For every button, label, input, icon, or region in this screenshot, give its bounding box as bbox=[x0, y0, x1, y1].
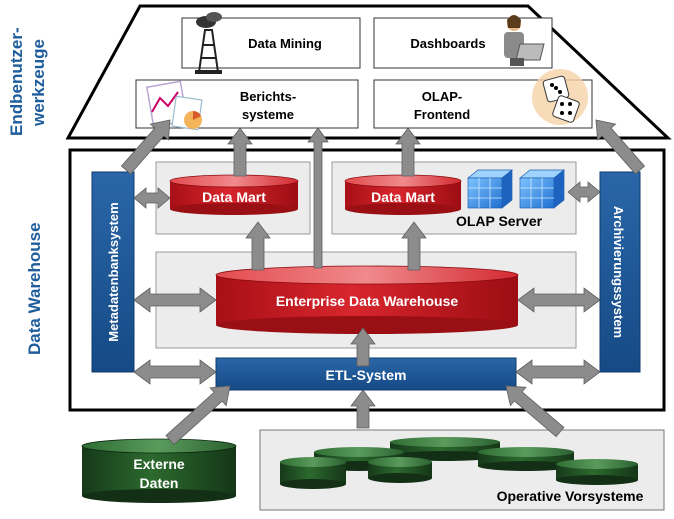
chart-report-icon bbox=[145, 80, 203, 131]
data-mart-left-label: Data Mart bbox=[202, 189, 266, 205]
dashboards-label: Dashboards bbox=[410, 36, 485, 51]
enduser-tools-label: Endbenutzer- werkzeuge bbox=[7, 27, 48, 136]
operative-right-to-etl-arrow bbox=[505, 385, 565, 438]
metadata-system-bar bbox=[91, 171, 135, 373]
metadata-system-label: Metadatenbanksystem bbox=[106, 202, 121, 341]
oil-rig-icon bbox=[195, 12, 222, 74]
data-warehouse-label: Data Warehouse bbox=[25, 222, 44, 355]
olap-frontend-label-line1: OLAP- bbox=[422, 89, 462, 104]
etl-system-label: ETL-System bbox=[326, 367, 407, 383]
metadata-to-reporting-arrow bbox=[120, 119, 171, 175]
metadata-data-mart-arrow bbox=[133, 187, 171, 209]
metadata-etl-arrow bbox=[133, 359, 217, 385]
enduser-label-line2: werkzeuge bbox=[29, 39, 48, 127]
operative-systems-label: Operative Vorsysteme bbox=[497, 488, 644, 504]
etl-archive-arrow bbox=[515, 359, 601, 385]
archive-system-label: Archivierungssystem bbox=[611, 206, 626, 338]
enterprise-dw-cylinder: Enterprise Data Warehouse bbox=[215, 265, 519, 334]
external-to-etl-arrow bbox=[165, 385, 231, 446]
laptop-user-icon bbox=[504, 15, 545, 66]
data-mart-right-cylinder: Data Mart bbox=[344, 174, 462, 215]
dice-icon bbox=[532, 69, 588, 125]
external-data-label-line1: Externe bbox=[133, 456, 185, 472]
olap-server-label: OLAP Server bbox=[456, 213, 543, 229]
operative-systems-cylinders bbox=[280, 437, 638, 489]
data-mart-to-olap-arrow bbox=[395, 127, 421, 177]
cube-icon bbox=[467, 169, 565, 209]
data-mining-label: Data Mining bbox=[248, 36, 322, 51]
data-mart-right-label: Data Mart bbox=[371, 189, 435, 205]
edw-archive-arrow bbox=[517, 287, 601, 313]
edw-to-reporting-arrow bbox=[307, 127, 329, 269]
edw-to-data-mart-right-arrow bbox=[401, 221, 427, 271]
flow-arrows bbox=[120, 119, 646, 446]
olap-frontend-label-line2: Frontend bbox=[414, 107, 470, 122]
reporting-label-line2: systeme bbox=[242, 107, 294, 122]
olap-archive-arrow bbox=[567, 181, 601, 203]
external-data-cylinder: Externe Daten bbox=[81, 438, 237, 503]
data-mart-left-cylinder: Data Mart bbox=[169, 174, 299, 215]
reporting-label-line1: Berichts- bbox=[240, 89, 296, 104]
etl-to-edw-arrow bbox=[350, 327, 376, 367]
external-data-label-line2: Daten bbox=[140, 475, 179, 491]
edw-to-data-mart-left-arrow bbox=[245, 221, 271, 271]
archive-to-olap-arrow bbox=[595, 119, 646, 175]
metadata-edw-arrow bbox=[133, 287, 217, 313]
enduser-label-line1: Endbenutzer- bbox=[7, 27, 26, 136]
enterprise-dw-label: Enterprise Data Warehouse bbox=[276, 293, 459, 309]
archive-system-bar bbox=[599, 171, 641, 373]
data-mart-to-reporting-arrow bbox=[227, 127, 253, 177]
operative-to-etl-arrow bbox=[350, 389, 376, 429]
